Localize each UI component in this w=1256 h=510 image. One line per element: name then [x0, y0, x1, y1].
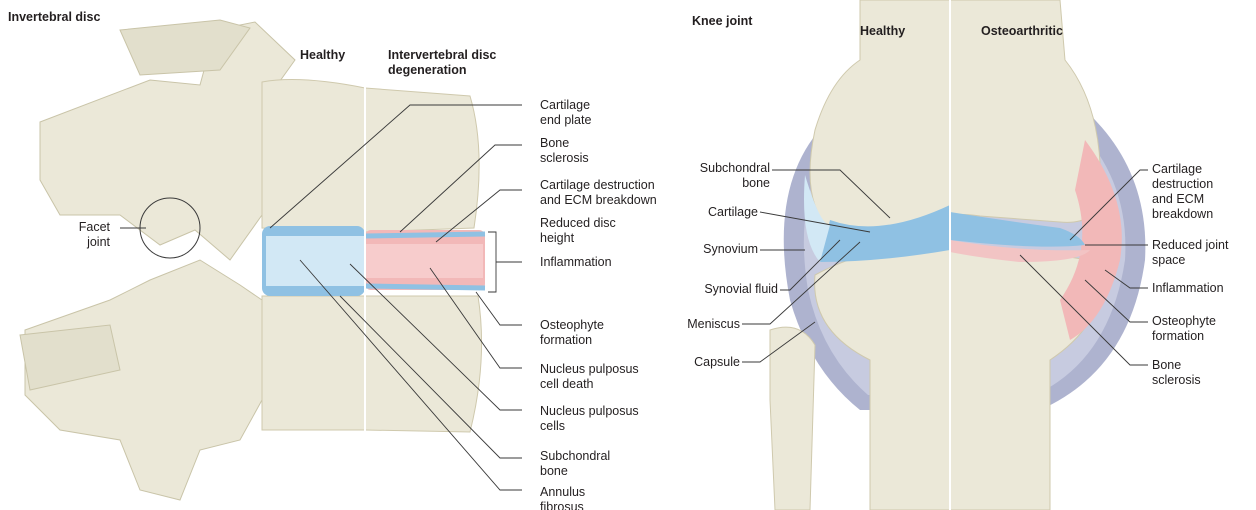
knee-panel-title: Knee joint	[692, 14, 752, 29]
label-annulus-fibrosus: Annulus fibrosus	[540, 485, 585, 510]
spine-panel-title: Invertebral disc	[8, 10, 100, 25]
knee-illustration	[742, 0, 1148, 510]
degenerated-disc-core	[365, 244, 483, 278]
label-synovial-fluid: Synovial fluid	[640, 282, 778, 297]
label-inflammation: Inflammation	[540, 255, 612, 270]
disc-height-bracket	[488, 232, 496, 292]
label-synovium: Synovium	[640, 242, 758, 257]
label-meniscus: Meniscus	[640, 317, 740, 332]
label-capsule: Capsule	[640, 355, 740, 370]
fibula	[770, 327, 815, 510]
knee-healthy-heading: Healthy	[860, 24, 905, 39]
spine-degeneration-heading: Intervertebral disc degeneration	[388, 48, 496, 78]
spine-healthy-heading: Healthy	[300, 48, 345, 63]
label-knee-subchondral-bone: Subchondral bone	[640, 161, 770, 191]
label-cartilage-end-plate: Cartilage end plate	[540, 98, 591, 128]
label-spine-subchondral-bone: Subchondral bone	[540, 449, 610, 479]
label-knee-bone-sclerosis: Bone sclerosis	[1152, 358, 1201, 388]
degenerated-endplate-top	[365, 234, 485, 236]
label-knee-inflammation: Inflammation	[1152, 281, 1224, 296]
upper-vertebral-body	[262, 80, 479, 232]
knee-osteoarthritic-heading: Osteoarthritic	[981, 24, 1063, 39]
label-bone-sclerosis: Bone sclerosis	[540, 136, 589, 166]
degenerated-endplate-bottom	[365, 286, 485, 288]
spine-illustration	[20, 20, 522, 500]
label-reduced-disc-height: Reduced disc height	[540, 216, 616, 246]
label-knee-cartilage-destruction: Cartilage destruction and ECM breakdown	[1152, 162, 1213, 222]
label-osteophyte-formation: Osteophyte formation	[540, 318, 604, 348]
facet-joint-label: Facet joint	[60, 220, 110, 250]
lower-vertebral-body	[262, 296, 482, 432]
label-cartilage: Cartilage	[640, 205, 758, 220]
label-np-cell-death: Nucleus pulposus cell death	[540, 362, 639, 392]
label-np-cells: Nucleus pulposus cells	[540, 404, 639, 434]
label-reduced-joint-space: Reduced joint space	[1152, 238, 1228, 268]
label-knee-osteophyte-formation: Osteophyte formation	[1152, 314, 1216, 344]
